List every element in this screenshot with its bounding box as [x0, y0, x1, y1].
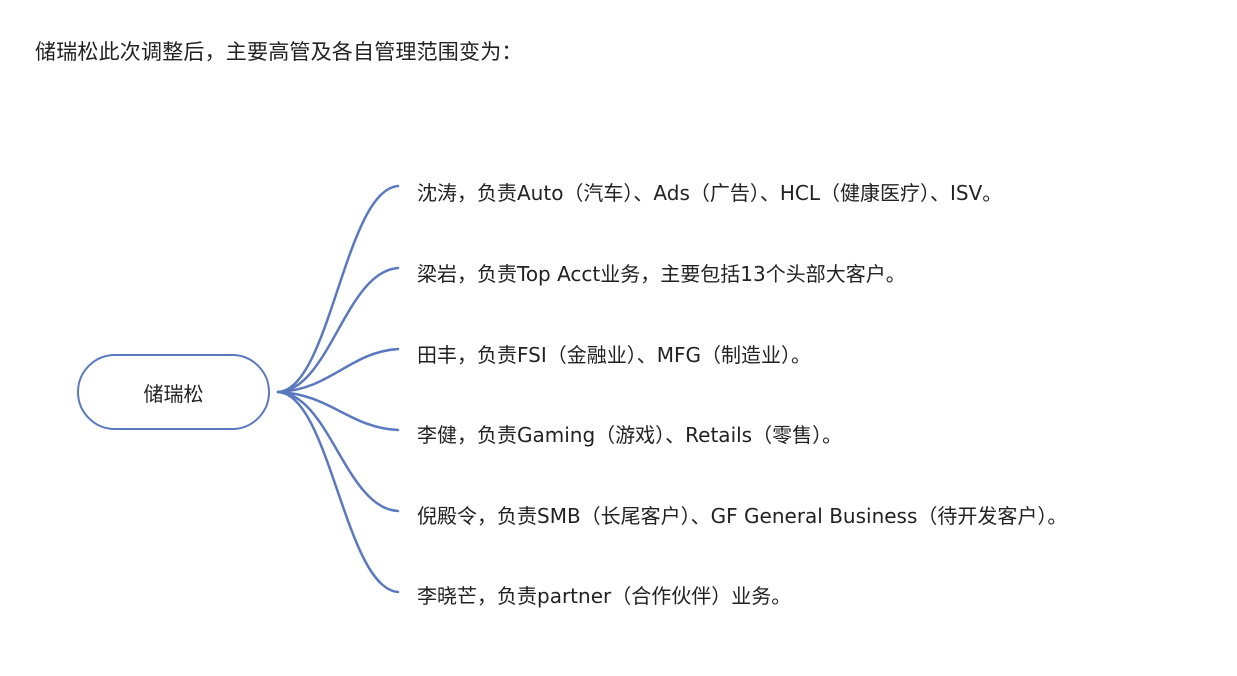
connector-branch-2: [276, 347, 400, 394]
connector-branch-4: [276, 390, 400, 513]
branch-label: 沈涛，负责Auto（汽车）、Ads（广告）、HCL（健康医疗）、ISV。: [417, 181, 1003, 205]
connector-branch-0: [276, 184, 400, 394]
branch-label: 梁岩，负责Top Acct业务，主要包括13个头部大客户。: [417, 262, 906, 286]
branch-label: 李晓芒，负责partner（合作伙伴）业务。: [417, 584, 792, 608]
root-node: 储瑞松: [77, 354, 270, 430]
connector-branch-5: [276, 390, 400, 594]
connector-branch-3: [276, 390, 400, 432]
intro-text: 储瑞松此次调整后，主要高管及各自管理范围变为：: [35, 40, 523, 64]
connector-branch-1: [276, 266, 400, 394]
branch-label: 李健，负责Gaming（游戏）、Retails（零售）。: [417, 423, 843, 447]
branch-label: 倪殿令，负责SMB（长尾客户）、GF General Business（待开发客…: [417, 504, 1068, 528]
root-node-label: 储瑞松: [143, 381, 204, 406]
branch-label: 田丰，负责FSI（金融业）、MFG（制造业）。: [417, 343, 812, 367]
